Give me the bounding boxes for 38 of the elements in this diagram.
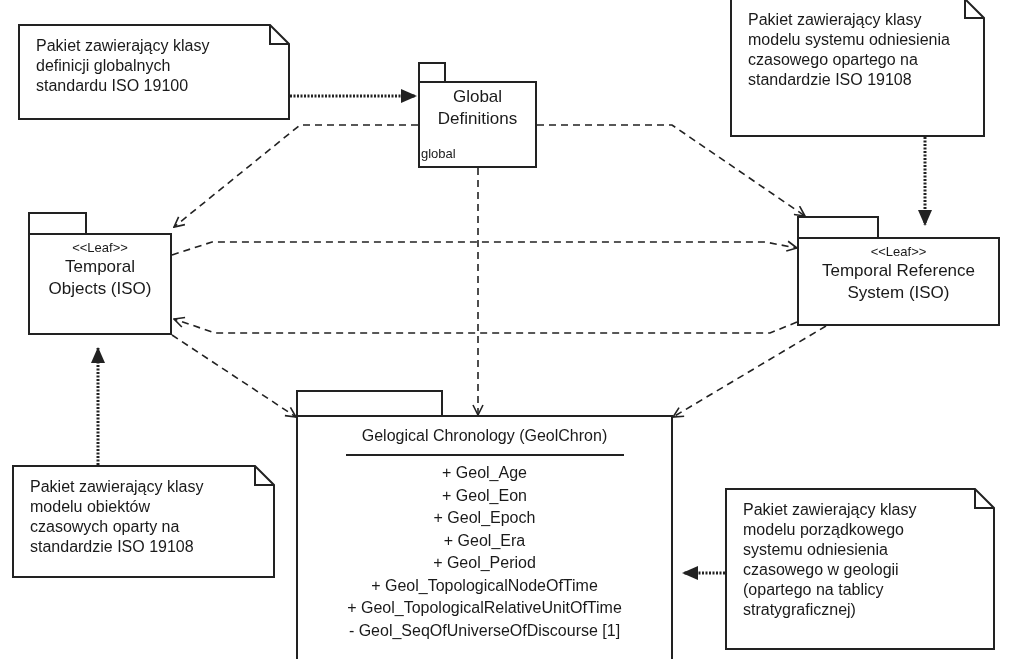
- note-text: Pakiet zawierający klasy modelu obiektów czasowych oparty na standardzie ISO 19108: [30, 477, 205, 557]
- note-text: Pakiet zawierający klasy definicji globalnych standardu ISO 19100: [36, 36, 211, 96]
- note: [725, 488, 995, 650]
- note: [12, 465, 275, 578]
- dependency-arrow: [171, 334, 297, 418]
- note-text: Pakiet zawierający klasy modelu porządkowego systemu odniesienia czasowego w geologii (opartego na tablicy stratygraficznej): [743, 500, 918, 620]
- class-attribute: + Geol_TopologicalRelativeUnitOfTime: [347, 598, 622, 618]
- stereotype-label: <<Leaf>>: [870, 244, 927, 260]
- package-name: Global Definitions: [436, 86, 519, 130]
- dependency-arrow: [472, 167, 484, 416]
- note: [18, 24, 290, 120]
- class-attribute: + Geol_Age: [442, 463, 527, 483]
- class-attribute: + Geol_TopologicalNodeOfTime: [371, 575, 598, 596]
- note-text: Pakiet zawierający klasy modelu systemu odniesienia czasowego opartego na standardzie ISO 19108: [748, 10, 951, 90]
- note-arrow: [682, 566, 725, 580]
- note-arrow: [290, 89, 417, 103]
- package-name: Temporal Objects (ISO): [47, 256, 153, 300]
- stereotype-label: <<Leaf>>: [72, 240, 128, 256]
- class-title: Gelogical Chronology (GeolChron): [345, 426, 624, 456]
- package: [28, 212, 172, 335]
- package: [797, 216, 1000, 326]
- class-attribute: + Geol_Period: [433, 553, 536, 573]
- package-tag: global: [421, 146, 456, 162]
- package-name: Temporal Reference System (ISO): [820, 260, 977, 304]
- note: [730, 0, 985, 137]
- note-arrow: [918, 137, 932, 226]
- package: [296, 390, 673, 659]
- class-attribute: + Geol_Eon: [442, 485, 527, 506]
- dependency-arrow: [672, 325, 827, 418]
- dependency-arrow: [171, 240, 798, 256]
- class-attribute: - Geol_SeqOfUniverseOfDiscourse [1]: [348, 620, 621, 641]
- package: [418, 62, 537, 168]
- dependency-arrow: [173, 316, 798, 334]
- note-arrow: [91, 347, 105, 465]
- dependency-arrow: [173, 124, 419, 228]
- class-attribute: + Geol_Epoch: [433, 508, 536, 528]
- class-attribute: + Geol_Era: [443, 530, 526, 551]
- dependency-arrow: [536, 124, 806, 217]
